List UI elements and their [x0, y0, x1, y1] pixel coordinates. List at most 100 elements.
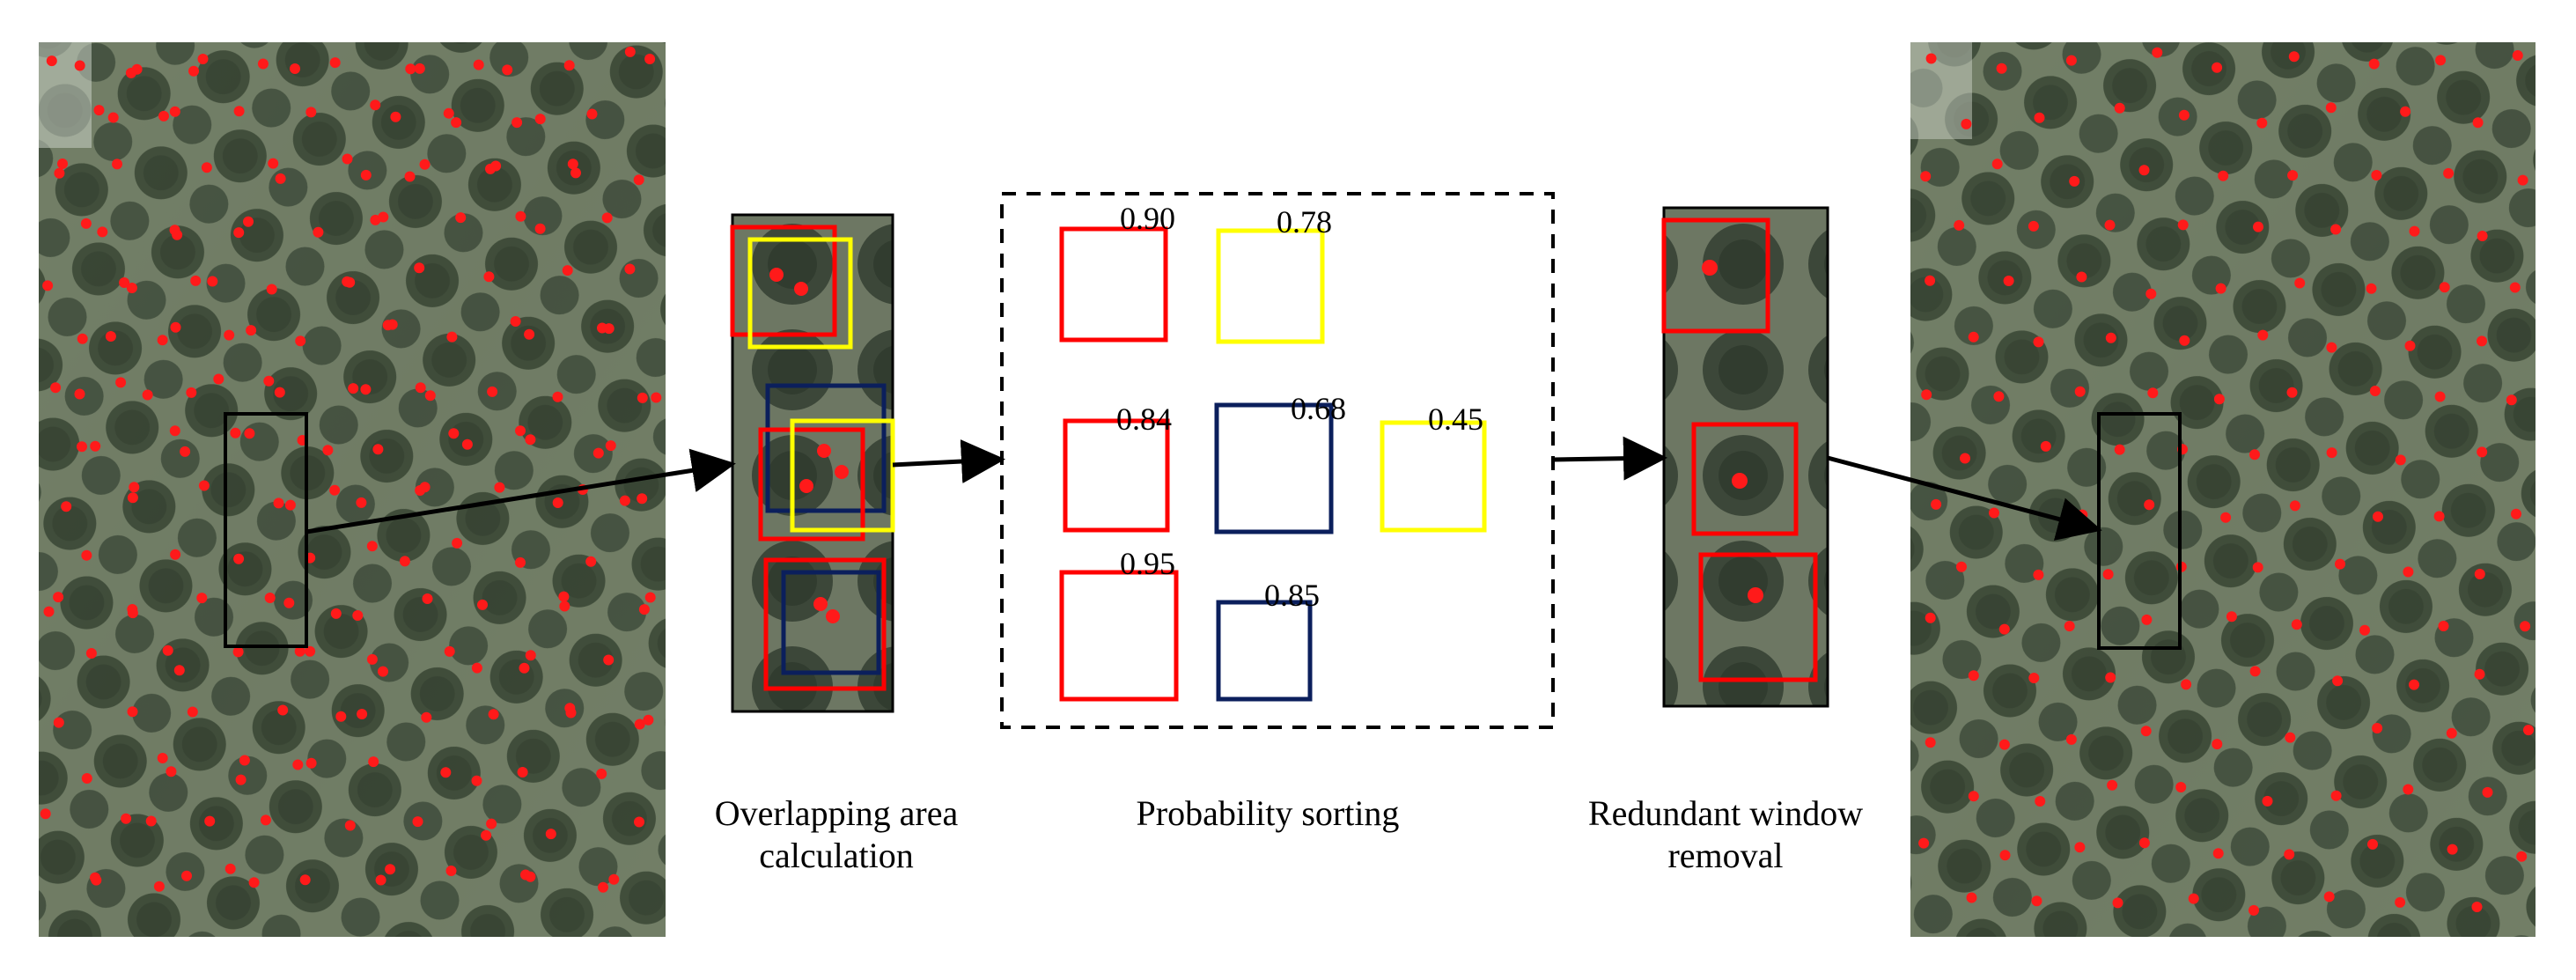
detection-point [266, 284, 277, 295]
detection-point [2249, 449, 2260, 461]
detection-point [357, 709, 368, 719]
detection-point [180, 446, 191, 457]
scored-box [1059, 226, 1168, 343]
detection-point [2435, 55, 2447, 66]
detection-point [385, 864, 396, 875]
detection-point [2332, 675, 2344, 687]
detection-point [510, 316, 521, 327]
detection-point [1925, 53, 1937, 64]
detection-point [2404, 340, 2416, 351]
detection-point [2438, 621, 2449, 631]
detection-point [2284, 849, 2295, 860]
detection-point [2212, 62, 2223, 73]
detection-point [77, 441, 87, 453]
detection-point [2325, 102, 2337, 114]
detection-point [419, 482, 431, 493]
detection-point [80, 217, 92, 229]
detection-point [105, 331, 116, 342]
detection-point [603, 654, 615, 666]
point [799, 479, 813, 493]
output-orchard-image [1910, 42, 2536, 937]
detection-point [552, 391, 563, 402]
detection-point [370, 99, 381, 111]
detection-point [2248, 904, 2259, 916]
detection-point [461, 438, 473, 450]
box-navy [781, 570, 881, 675]
detection-point [2330, 224, 2342, 235]
detection-point [90, 440, 101, 452]
detection-point [305, 757, 317, 769]
detection-point [1961, 118, 1972, 129]
detection-point [181, 870, 192, 881]
detection-point [244, 428, 255, 439]
detection-point [422, 593, 433, 604]
scored-box [1216, 600, 1313, 702]
flow-arrows [305, 436, 2102, 541]
detection-point [204, 815, 216, 827]
detection-point [127, 492, 138, 504]
detection-point [2291, 619, 2302, 630]
detection-point [633, 174, 644, 186]
detection-point [299, 874, 311, 886]
detection-point [305, 645, 316, 657]
detection-point [142, 389, 153, 401]
detection-point [596, 768, 607, 779]
detection-point [2178, 109, 2190, 121]
detection-point [486, 818, 497, 829]
detection-point [2372, 723, 2383, 733]
detection-point [419, 158, 431, 170]
detection-point [2035, 796, 2046, 807]
detection-point [2152, 47, 2163, 58]
detection-point [342, 153, 353, 165]
detection-point [2138, 165, 2150, 176]
detection-point [2252, 562, 2263, 573]
detection-point [2033, 336, 2044, 348]
detection-point [1968, 331, 1979, 343]
detection-point [2446, 727, 2457, 739]
detection-point [643, 714, 654, 726]
detection-point [534, 114, 546, 125]
detection-point [263, 375, 275, 387]
detection-point [2359, 624, 2370, 636]
detection-point [2395, 454, 2406, 466]
detection-point [2520, 621, 2531, 632]
detection-point [1931, 498, 1942, 510]
detection-point [2433, 511, 2445, 522]
detection-point [169, 425, 180, 437]
detection-point [512, 117, 523, 129]
detection-point [525, 650, 536, 661]
detection-point [2262, 795, 2273, 807]
detection-point [356, 497, 367, 508]
detection-point [1968, 791, 1979, 802]
detection-point [112, 158, 122, 170]
detection-points-dense [40, 46, 662, 893]
point [794, 282, 808, 296]
detection-point [562, 265, 573, 276]
detection-point [445, 866, 457, 876]
detection-point [275, 173, 286, 184]
detection-point [1956, 561, 1967, 572]
detection-point [2040, 440, 2051, 452]
detection-point [421, 711, 432, 723]
detection-point [77, 333, 88, 344]
score-label: 0.78 [1277, 204, 1332, 239]
detection-point [455, 212, 467, 224]
detection-point [2326, 447, 2337, 459]
detection-point [2226, 611, 2237, 623]
detection-point [2138, 837, 2150, 849]
detection-point [524, 328, 535, 340]
detection-point [494, 482, 505, 493]
detection-point [651, 392, 662, 403]
detection-point [1918, 837, 1930, 849]
detection-point [198, 480, 210, 491]
detection-point [390, 111, 401, 122]
detection-point [81, 773, 92, 784]
detection-point [2074, 386, 2086, 397]
detection-point [224, 863, 236, 874]
detection-point [260, 814, 271, 826]
detection-point [2065, 733, 2077, 745]
detection-point [2482, 786, 2493, 798]
detection-point [2477, 335, 2487, 347]
detection-point [2511, 508, 2521, 519]
detection-point [2220, 512, 2232, 523]
